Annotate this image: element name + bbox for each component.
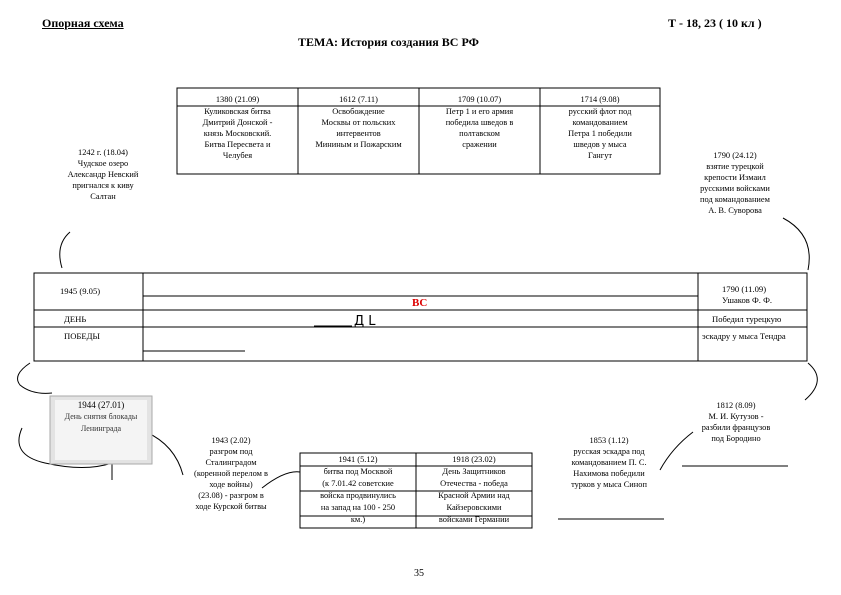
col-1380-line: Челубея: [177, 151, 298, 161]
note-1943: ходе войны): [175, 480, 287, 490]
col-1918-line: День Защитников: [416, 467, 532, 477]
note-1812: разбили французов: [680, 423, 792, 433]
note-1242: пригнался к киву: [48, 181, 158, 191]
note-1853: Нахимова победили: [553, 469, 665, 479]
bottom-head-1941: 1941 (5.12): [300, 455, 416, 465]
note-1242: Чудское озеро: [48, 159, 158, 169]
col-1941-line: битва под Москвой: [300, 467, 416, 477]
top-head-1612: 1612 (7.11): [298, 95, 419, 105]
col-1380-line: Дмитрий Донской -: [177, 118, 298, 128]
note-1790-izmail: 1790 (24.12): [675, 151, 795, 161]
col-1612-line: интервентов: [298, 129, 419, 139]
ushakov-date: 1790 (11.09): [722, 284, 766, 294]
photo-1944-caption: 1944 (27.01): [50, 400, 152, 410]
victory-word: ПОБЕДЫ: [64, 331, 100, 341]
col-1380-line: князь Московский.: [177, 129, 298, 139]
note-1853: 1853 (1.12): [553, 436, 665, 446]
center-label-vs: ВС: [412, 297, 427, 309]
center-sub: Д L: [354, 314, 376, 329]
col-1612-line: Мининым и Пожарским: [298, 140, 419, 150]
top-head-1709: 1709 (10.07): [419, 95, 540, 105]
note-1943: Сталинградом: [175, 458, 287, 468]
note-1943: (23.08) - разгром в: [175, 491, 287, 501]
ushakov-name: Ушаков Ф. Ф.: [722, 295, 772, 305]
note-1790-izmail: крепости Измаил: [675, 173, 795, 183]
note-1853: русская эскадра под: [553, 447, 665, 457]
col-1918-line: Красной Армии над: [416, 491, 532, 501]
note-1853: турков у мыса Синоп: [553, 480, 665, 490]
note-1943: (коренной перелом в: [175, 469, 287, 479]
col-1714-line: командованием: [540, 118, 660, 128]
note-1242: Александр Невский: [48, 170, 158, 180]
col-1612-line: Освобождение: [298, 107, 419, 117]
note-1943: 1943 (2.02): [175, 436, 287, 446]
top-head-1380: 1380 (21.09): [177, 95, 298, 105]
col-1709-line: полтавском: [419, 129, 540, 139]
col-1709-line: победила шведов в: [419, 118, 540, 128]
bottom-head-1918: 1918 (23.02): [416, 455, 532, 465]
note-1790-izmail: под командованием: [675, 195, 795, 205]
note-1812: М. И. Кутузов -: [680, 412, 792, 422]
page-number: 35: [414, 568, 424, 579]
note-1943: ходе Курской битвы: [175, 502, 287, 512]
col-1714-line: Петра 1 победили: [540, 129, 660, 139]
col-1941-line: войска продвинулись: [300, 491, 416, 501]
photo-1944-caption: День снятия блокады: [50, 412, 152, 422]
col-1714-line: Гангут: [540, 151, 660, 161]
col-1918-line: войсками Германии: [416, 515, 532, 525]
note-1943: разгром под: [175, 447, 287, 457]
note-1790-izmail: русскими войсками: [675, 184, 795, 194]
col-1941-line: (к 7.01.42 советские: [300, 479, 416, 489]
note-1812: 1812 (8.09): [680, 401, 792, 411]
col-1941-line: на запад на 100 - 250: [300, 503, 416, 513]
col-1714-line: шведов у мыса: [540, 140, 660, 150]
note-1812: под Бородино: [680, 434, 792, 444]
ushakov-line2: эскадру у мыса Тендра: [702, 331, 786, 341]
col-1380-line: Битва Пересвета и: [177, 140, 298, 150]
col-1612-line: Москвы от польских: [298, 118, 419, 128]
top-head-1714: 1714 (9.08): [540, 95, 660, 105]
victory-date: 1945 (9.05): [60, 286, 100, 296]
col-1918-line: Отечества - победа: [416, 479, 532, 489]
ushakov-line1: Победил турецкую: [712, 314, 781, 324]
col-1380-line: Куликовская битва: [177, 107, 298, 117]
photo-1944-caption: Ленинграда: [50, 424, 152, 434]
note-1790-izmail: А. В. Суворова: [675, 206, 795, 216]
note-1790-izmail: взятие турецкой: [675, 162, 795, 172]
victory-day: ДЕНЬ: [64, 314, 86, 324]
note-1853: командованием П. С.: [553, 458, 665, 468]
col-1941-line: км.): [300, 515, 416, 525]
col-1918-line: Кайзеровскими: [416, 503, 532, 513]
note-1242: Салтан: [48, 192, 158, 202]
col-1714-line: русский флот под: [540, 107, 660, 117]
note-1242: 1242 г. (18.04): [48, 148, 158, 158]
col-1709-line: сражении: [419, 140, 540, 150]
col-1709-line: Петр 1 и его армия: [419, 107, 540, 117]
